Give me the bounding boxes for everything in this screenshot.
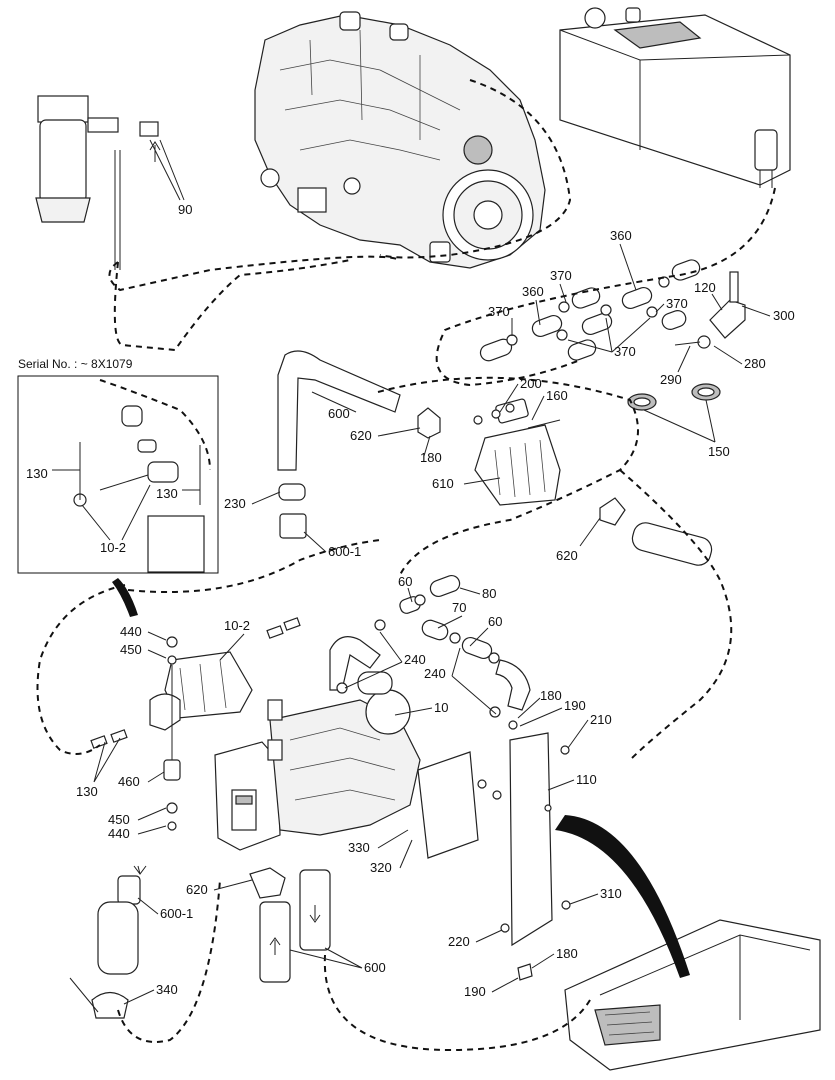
coolant-pipe-parts bbox=[479, 259, 746, 411]
muffler-parts bbox=[277, 350, 713, 566]
part-label-180-upper: 180 bbox=[420, 450, 442, 465]
part-label-90: 90 bbox=[178, 202, 192, 217]
part-label-60-upper: 60 bbox=[398, 574, 412, 589]
part-label-280: 280 bbox=[744, 356, 766, 371]
part-label-190-lower: 190 bbox=[464, 984, 486, 999]
part-label-160: 160 bbox=[546, 388, 568, 403]
part-label-300: 300 bbox=[773, 308, 795, 323]
part-label-620-lower: 620 bbox=[186, 882, 208, 897]
part-label-370-right: 370 bbox=[666, 296, 688, 311]
part-label-440-upper: 440 bbox=[120, 624, 142, 639]
part-label-460: 460 bbox=[118, 774, 140, 789]
part-label-150: 150 bbox=[708, 444, 730, 459]
part-label-70: 70 bbox=[452, 600, 466, 615]
part-label-240-right: 240 bbox=[404, 652, 426, 667]
serial-number-label: Serial No. : ~ 8X1079 bbox=[18, 357, 133, 371]
part-label-450-upper: 450 bbox=[120, 642, 142, 657]
part-label-130-inset-right: 130 bbox=[156, 486, 178, 501]
fuel-filter-drawing bbox=[35, 95, 161, 270]
part-label-370-lower: 370 bbox=[614, 344, 636, 359]
part-label-240-lower: 240 bbox=[424, 666, 446, 681]
part-label-180-middle: 180 bbox=[540, 688, 562, 703]
part-label-600-upper: 600 bbox=[328, 406, 350, 421]
exhaust-pipes-bottom bbox=[69, 865, 331, 1019]
part-label-190-middle: 190 bbox=[564, 698, 586, 713]
engine-drawing bbox=[254, 11, 546, 269]
part-label-600-1-lower: 600-1 bbox=[160, 906, 193, 921]
assembly-route-lines bbox=[36, 79, 776, 1052]
part-label-370-left: 370 bbox=[488, 304, 510, 319]
part-label-80: 80 bbox=[482, 586, 496, 601]
part-label-130-lower: 130 bbox=[76, 784, 98, 799]
part-label-180-lower: 180 bbox=[556, 946, 578, 961]
mounting-bracket bbox=[417, 720, 571, 981]
leader-lines bbox=[52, 243, 771, 1005]
part-label-450-lower: 450 bbox=[108, 812, 130, 827]
part-label-360-lower: 360 bbox=[522, 284, 544, 299]
part-label-210: 210 bbox=[590, 712, 612, 727]
serial-inset-panel bbox=[17, 375, 219, 574]
part-label-320: 320 bbox=[370, 860, 392, 875]
machine-frame-drawing bbox=[555, 815, 821, 1071]
part-label-120: 120 bbox=[694, 280, 716, 295]
part-label-330: 330 bbox=[348, 840, 370, 855]
part-label-360-upper: 360 bbox=[610, 228, 632, 243]
part-label-10: 10 bbox=[434, 700, 448, 715]
part-label-10-2: 10-2 bbox=[224, 618, 250, 633]
part-label-290: 290 bbox=[660, 372, 682, 387]
coolant-hoses bbox=[336, 575, 531, 718]
part-label-200: 200 bbox=[520, 376, 542, 391]
part-label-130-inset-left: 130 bbox=[26, 466, 48, 481]
part-label-230: 230 bbox=[224, 496, 246, 511]
part-label-60-lower: 60 bbox=[488, 614, 502, 629]
part-label-440-lower: 440 bbox=[108, 826, 130, 841]
part-label-220: 220 bbox=[448, 934, 470, 949]
part-label-620-right: 620 bbox=[556, 548, 578, 563]
part-label-370-upper: 370 bbox=[550, 268, 572, 283]
part-label-310: 310 bbox=[600, 886, 622, 901]
heater-assembly bbox=[90, 617, 421, 851]
part-label-110: 110 bbox=[576, 772, 597, 787]
part-label-620-upper: 620 bbox=[350, 428, 372, 443]
part-label-600-1-upper: 600-1 bbox=[328, 544, 361, 559]
part-label-600-lower: 600 bbox=[364, 960, 386, 975]
fuel-tank-drawing bbox=[559, 7, 791, 188]
part-label-610: 610 bbox=[432, 476, 454, 491]
part-label-340: 340 bbox=[156, 982, 178, 997]
part-label-10-2-inset: 10-2 bbox=[100, 540, 126, 555]
